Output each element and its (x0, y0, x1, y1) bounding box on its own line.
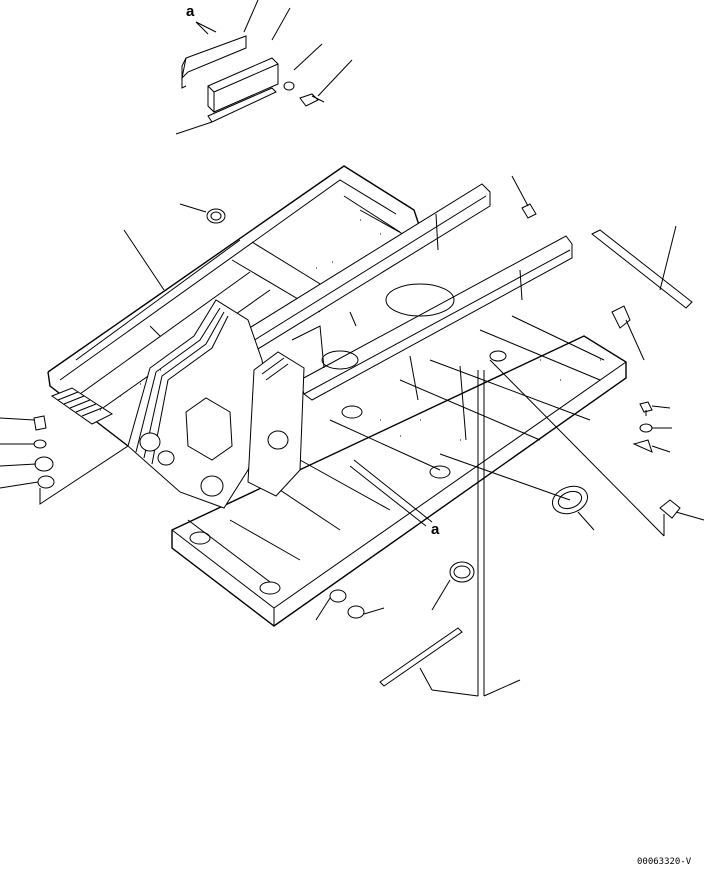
detail-label-a-top: a (186, 3, 195, 20)
detail-a-parts (175, 0, 353, 135)
loose-parts (0, 175, 705, 697)
main-frame (47, 165, 627, 627)
drawing-number: 00063320-V (637, 857, 692, 867)
detail-label-a-middle: a (431, 521, 440, 538)
